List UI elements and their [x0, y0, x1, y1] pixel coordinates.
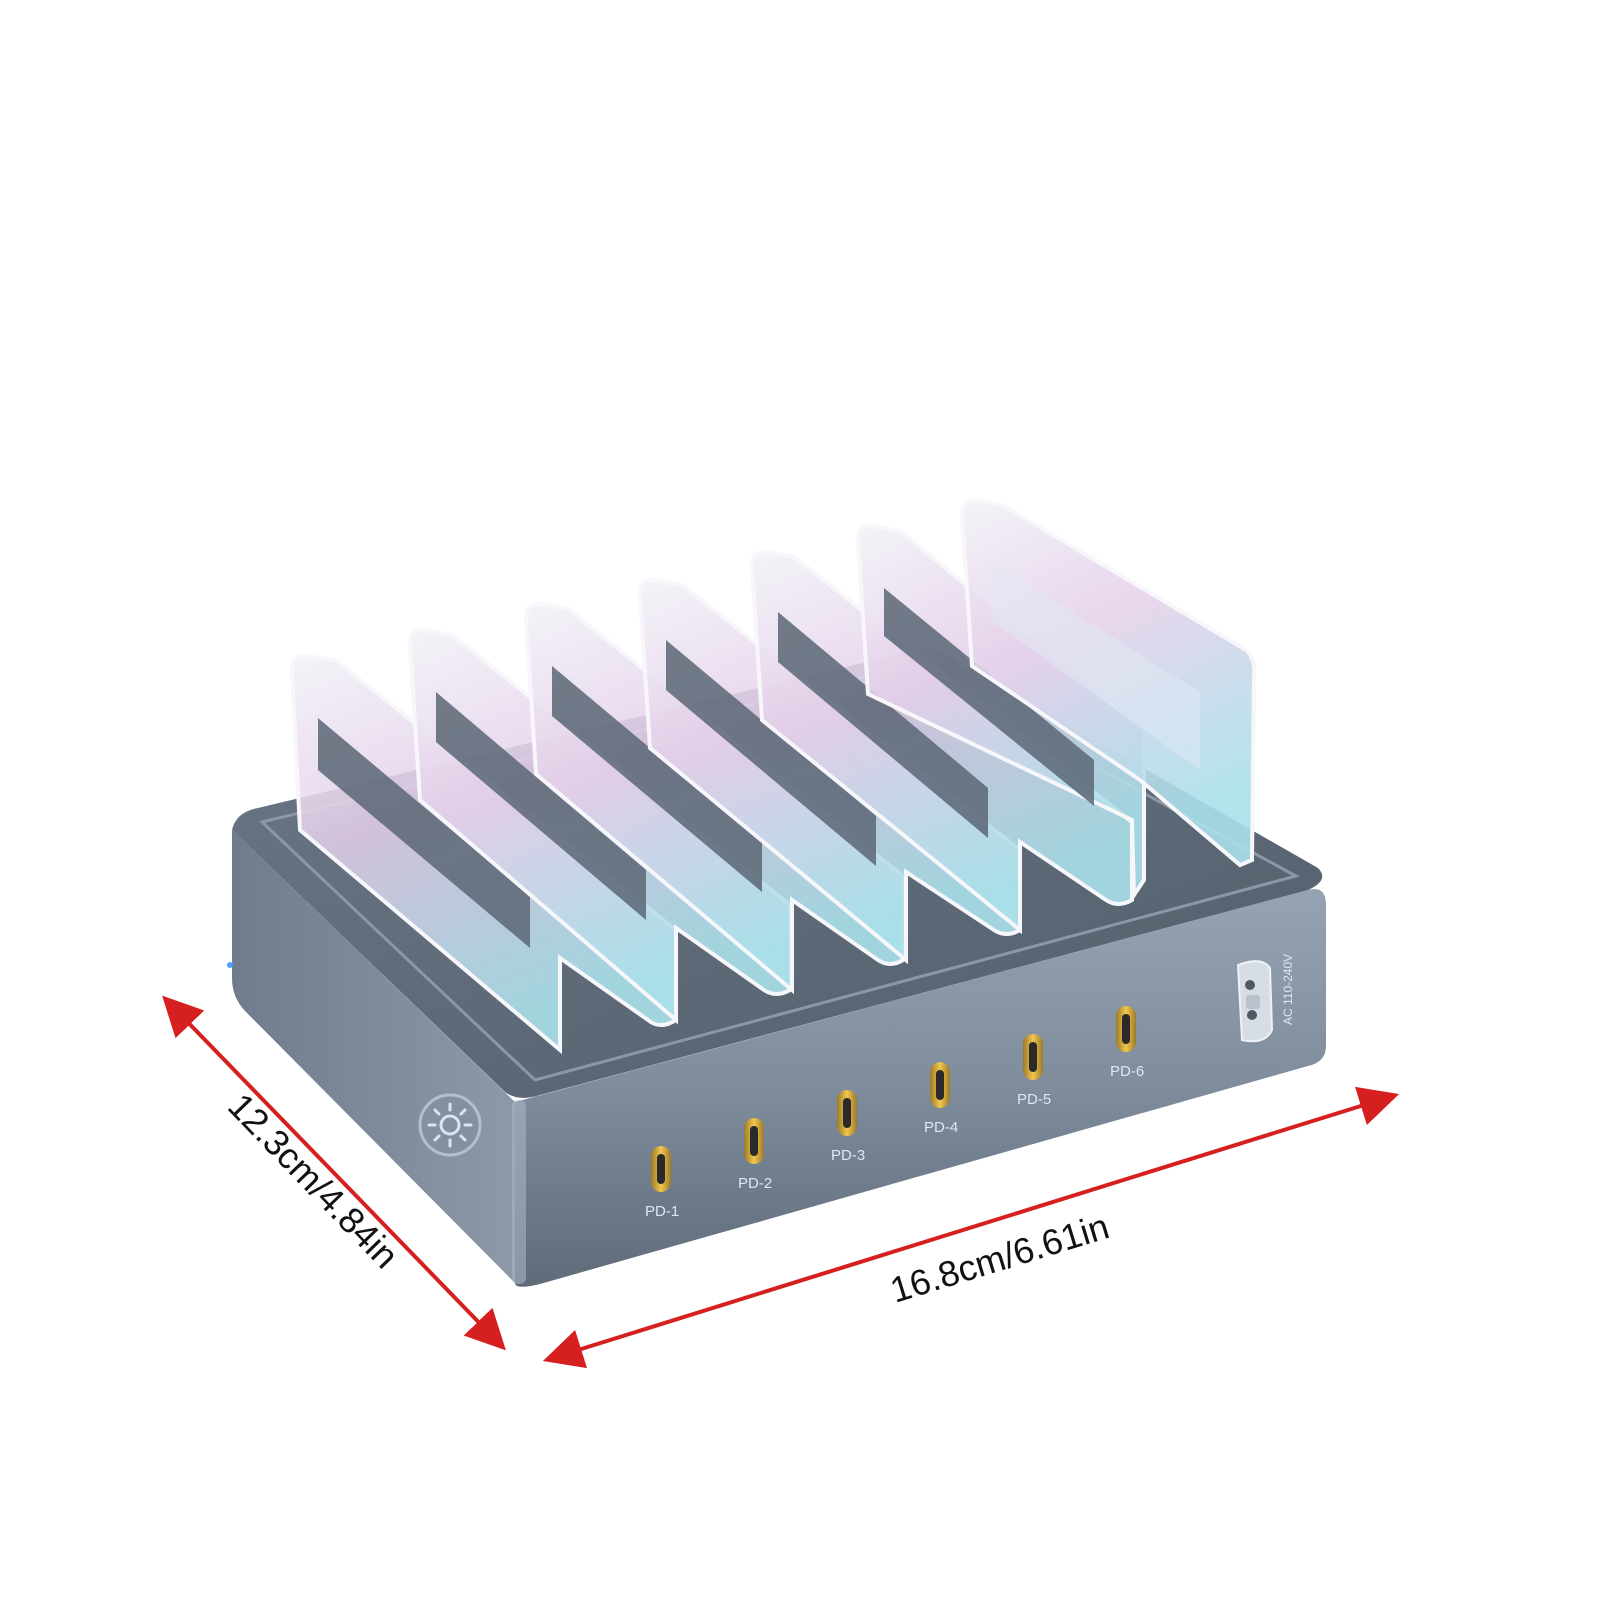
- usb-c-port-icon[interactable]: [744, 1118, 764, 1164]
- port-label: PD-6: [1110, 1063, 1144, 1080]
- usb-c-port-icon[interactable]: [651, 1146, 671, 1192]
- divider-group: [289, 497, 1257, 1055]
- sun-icon[interactable]: [418, 1093, 482, 1157]
- port-label: PD-5: [1017, 1091, 1051, 1108]
- divider: [749, 549, 1134, 935]
- usb-c-port-icon[interactable]: [930, 1062, 950, 1108]
- depth-arrow: [162, 995, 506, 1351]
- width-arrow: [542, 1086, 1400, 1369]
- divider: [855, 523, 1146, 902]
- station-corner-highlight: [512, 1100, 526, 1284]
- power-plug-icon[interactable]: [1236, 960, 1274, 1043]
- divider: [959, 497, 1257, 868]
- usb-c-port-icon[interactable]: [1116, 1006, 1136, 1052]
- ac-voltage-label: AC 110-240V: [1281, 954, 1295, 1025]
- status-led: [227, 962, 233, 968]
- width-dimension-label: 16.8cm/6.61in: [885, 1205, 1113, 1310]
- usb-c-port-icon[interactable]: [1023, 1034, 1043, 1080]
- port-label: PD-2: [738, 1175, 772, 1192]
- port-label: PD-3: [831, 1147, 865, 1164]
- port-label: PD-1: [645, 1203, 679, 1220]
- usb-c-port-icon[interactable]: [837, 1090, 857, 1136]
- port-label: PD-4: [924, 1119, 958, 1136]
